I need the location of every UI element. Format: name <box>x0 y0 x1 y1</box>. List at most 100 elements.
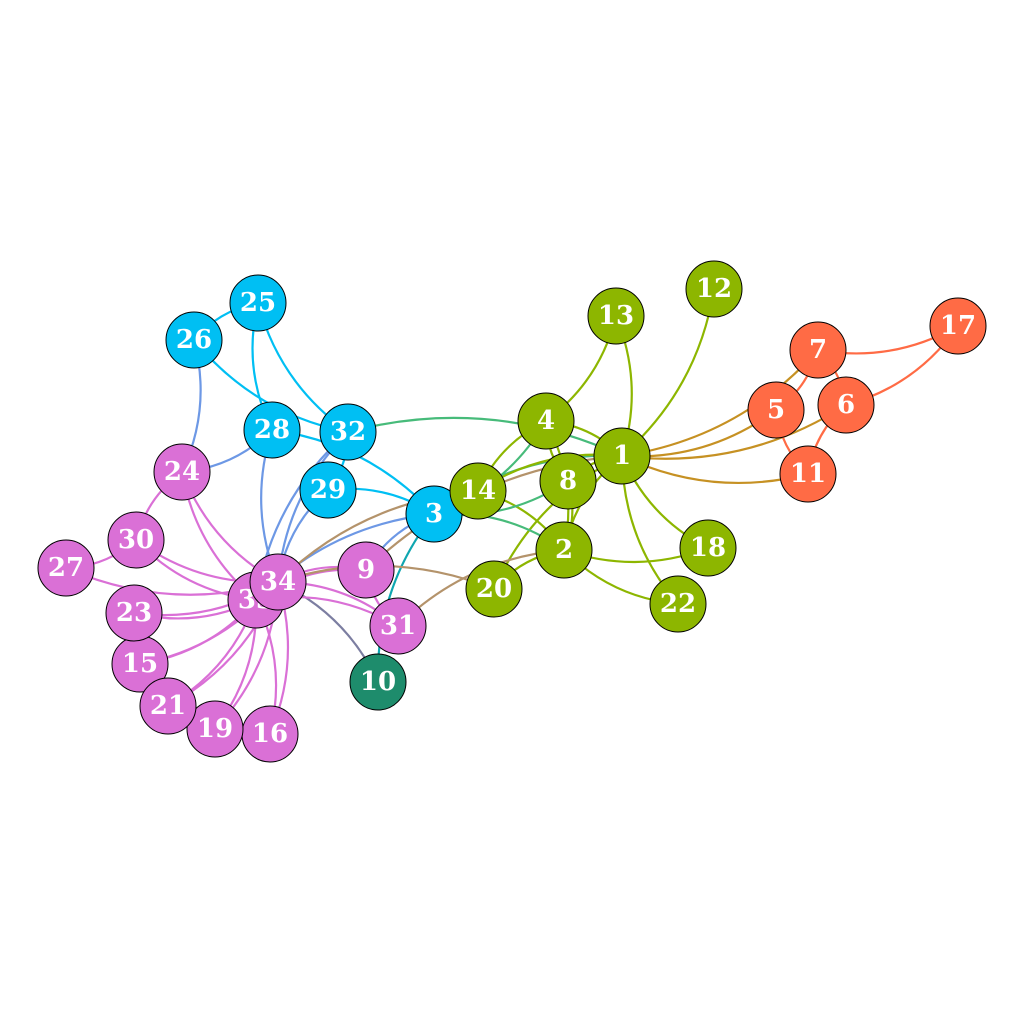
edge-1-32 <box>346 416 624 458</box>
node-23-label: 23 <box>116 598 152 628</box>
node-21-label: 21 <box>150 691 186 721</box>
node-20[interactable]: 20 <box>465 560 523 618</box>
node-20-label: 20 <box>476 574 512 604</box>
node-7-label: 7 <box>809 335 827 365</box>
node-2-label: 2 <box>555 535 573 565</box>
node-31-label: 31 <box>380 611 416 641</box>
node-29[interactable]: 29 <box>299 461 357 519</box>
node-13-label: 13 <box>598 301 634 331</box>
node-6[interactable]: 6 <box>817 376 875 434</box>
node-30[interactable]: 30 <box>107 511 165 569</box>
node-17-circle <box>929 297 987 355</box>
node-25-label: 25 <box>240 288 276 318</box>
node-4[interactable]: 4 <box>517 392 575 450</box>
node-32-label: 32 <box>330 417 366 447</box>
node-30-label: 30 <box>118 525 154 555</box>
node-13-circle <box>587 287 645 345</box>
node-16[interactable]: 16 <box>241 705 299 763</box>
node-27-label: 27 <box>48 553 84 583</box>
node-3[interactable]: 3 <box>405 485 463 543</box>
node-16-label: 16 <box>252 719 288 749</box>
node-9[interactable]: 9 <box>337 541 395 599</box>
node-17[interactable]: 17 <box>929 297 987 355</box>
node-21[interactable]: 21 <box>139 677 197 735</box>
node-12-circle <box>685 260 743 318</box>
node-19-circle <box>186 700 244 758</box>
node-31-circle <box>369 597 427 655</box>
node-15-label: 15 <box>122 649 158 679</box>
node-21-circle <box>139 677 197 735</box>
node-9-label: 9 <box>357 555 375 585</box>
node-5[interactable]: 5 <box>747 381 805 439</box>
node-8-circle <box>539 452 597 510</box>
node-11[interactable]: 11 <box>779 445 837 503</box>
node-8-label: 8 <box>559 466 577 496</box>
node-32-circle <box>319 403 377 461</box>
node-2-circle <box>535 521 593 579</box>
edge-1-6 <box>620 403 848 460</box>
node-4-circle <box>517 392 575 450</box>
node-22[interactable]: 22 <box>649 575 707 633</box>
node-26-label: 26 <box>176 325 212 355</box>
node-27[interactable]: 27 <box>37 539 95 597</box>
node-17-label: 17 <box>940 311 976 341</box>
node-28-circle <box>243 401 301 459</box>
node-6-label: 6 <box>837 390 855 420</box>
node-18[interactable]: 18 <box>679 519 737 577</box>
node-5-label: 5 <box>767 395 785 425</box>
node-9-circle <box>337 541 395 599</box>
edge-1-7 <box>620 348 820 458</box>
node-22-label: 22 <box>660 589 696 619</box>
node-24-label: 24 <box>164 457 200 487</box>
node-1[interactable]: 1 <box>593 427 651 485</box>
node-22-circle <box>649 575 707 633</box>
node-14[interactable]: 14 <box>449 462 507 520</box>
node-19-label: 19 <box>197 714 233 744</box>
node-7-circle <box>789 321 847 379</box>
node-26-circle <box>165 311 223 369</box>
node-13[interactable]: 13 <box>587 287 645 345</box>
node-34-label: 34 <box>260 567 296 597</box>
node-25[interactable]: 25 <box>229 274 287 332</box>
node-24[interactable]: 24 <box>153 443 211 501</box>
node-23-circle <box>105 584 163 642</box>
node-14-circle <box>449 462 507 520</box>
node-32[interactable]: 32 <box>319 403 377 461</box>
node-18-label: 18 <box>690 533 726 563</box>
node-31[interactable]: 31 <box>369 597 427 655</box>
node-18-circle <box>679 519 737 577</box>
node-3-label: 3 <box>425 499 443 529</box>
node-20-circle <box>465 560 523 618</box>
node-34[interactable]: 34 <box>249 553 307 611</box>
node-23[interactable]: 23 <box>105 584 163 642</box>
node-24-circle <box>153 443 211 501</box>
node-10-label: 10 <box>360 667 396 697</box>
node-12[interactable]: 12 <box>685 260 743 318</box>
node-2[interactable]: 2 <box>535 521 593 579</box>
node-29-circle <box>299 461 357 519</box>
node-1-circle <box>593 427 651 485</box>
node-28[interactable]: 28 <box>243 401 301 459</box>
node-28-label: 28 <box>254 415 290 445</box>
node-12-label: 12 <box>696 274 732 304</box>
node-15[interactable]: 15 <box>111 635 169 693</box>
node-25-circle <box>229 274 287 332</box>
node-11-label: 11 <box>790 459 826 489</box>
node-26[interactable]: 26 <box>165 311 223 369</box>
node-8[interactable]: 8 <box>539 452 597 510</box>
node-6-circle <box>817 376 875 434</box>
node-29-label: 29 <box>310 475 346 505</box>
node-4-label: 4 <box>537 406 555 436</box>
node-11-circle <box>779 445 837 503</box>
node-1-label: 1 <box>613 441 631 471</box>
node-5-circle <box>747 381 805 439</box>
node-14-label: 14 <box>460 476 496 506</box>
node-10[interactable]: 10 <box>349 653 407 711</box>
node-7[interactable]: 7 <box>789 321 847 379</box>
node-27-circle <box>37 539 95 597</box>
node-19[interactable]: 19 <box>186 700 244 758</box>
node-10-circle <box>349 653 407 711</box>
node-30-circle <box>107 511 165 569</box>
